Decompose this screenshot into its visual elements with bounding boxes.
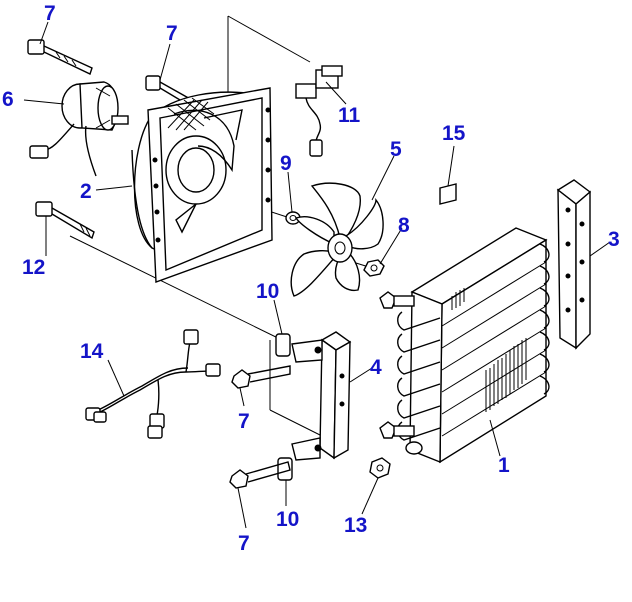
condenser-core (379, 227, 550, 464)
nut-13 (369, 457, 391, 479)
callout-9: 9 (280, 152, 292, 175)
callout-labels: 7 7 6 2 9 11 15 5 8 3 12 10 14 4 7 1 7 1… (2, 2, 620, 555)
sensor-connector (295, 65, 343, 157)
callout-11: 11 (338, 104, 361, 127)
condenser-tubes (397, 243, 550, 441)
callout-10-upper: 10 (256, 280, 279, 303)
nut-8 (363, 259, 385, 277)
label-sticker (439, 183, 457, 205)
callout-10-lower: 10 (276, 508, 299, 531)
fan-blade (290, 182, 384, 297)
callout-13: 13 (344, 514, 367, 537)
rubber-mount-upper (275, 333, 291, 357)
callout-5: 5 (390, 138, 402, 161)
condenser-outlet-fitting (379, 421, 423, 455)
callout-15: 15 (442, 122, 466, 145)
leader-lines (23, 21, 611, 529)
callout-7-top-left: 7 (44, 2, 56, 25)
callout-14: 14 (80, 340, 104, 363)
shroud-mesh (167, 97, 215, 131)
fan-motor (29, 81, 129, 177)
condenser-inlet-fitting (379, 291, 415, 309)
callout-1: 1 (498, 454, 510, 477)
side-bracket (556, 179, 592, 350)
callout-2: 2 (80, 180, 92, 203)
bolt-7-top-left (27, 39, 93, 75)
bolt-7-middle (231, 365, 291, 389)
wiring-harness (85, 329, 221, 439)
callout-12: 12 (22, 256, 45, 279)
mounting-bracket (291, 331, 352, 461)
bolt-7-bottom (229, 461, 291, 489)
callout-8: 8 (398, 214, 410, 237)
callout-4: 4 (370, 356, 382, 379)
callout-7-middle: 7 (238, 410, 250, 433)
callout-7-top-mid: 7 (166, 22, 178, 45)
fan-shroud (131, 87, 273, 283)
callout-6: 6 (2, 88, 14, 111)
callout-7-bottom: 7 (238, 532, 250, 555)
long-bolt-12 (35, 201, 95, 240)
condenser-fins (451, 288, 527, 412)
callout-3: 3 (608, 228, 620, 251)
